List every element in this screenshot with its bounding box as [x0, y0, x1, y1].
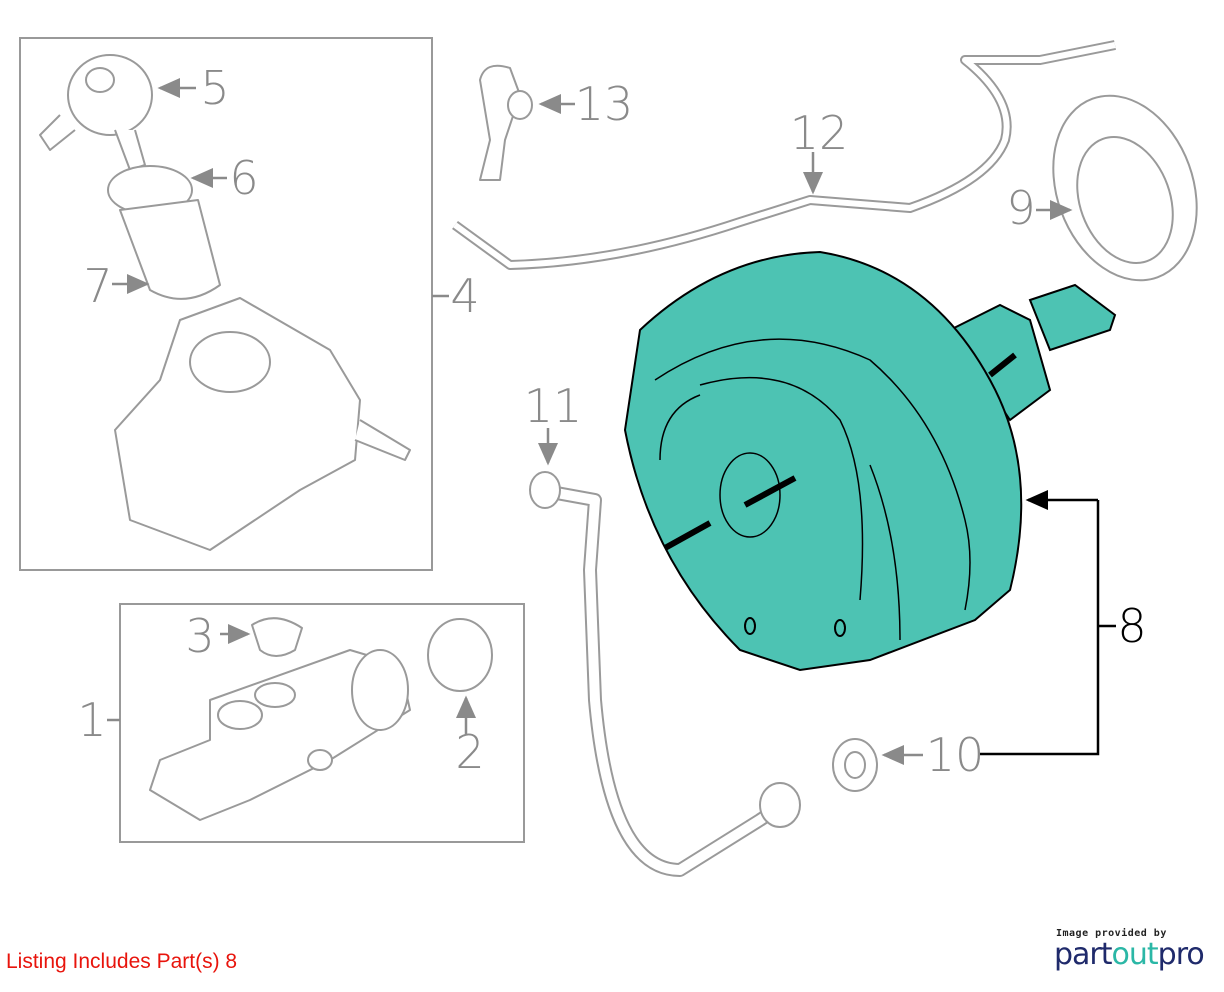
- logo-part: part: [1054, 937, 1113, 972]
- callout-5[interactable]: 5: [200, 61, 230, 115]
- logo-caption: Image provided by: [1056, 928, 1167, 939]
- master-cylinder-part-1[interactable]: [149, 649, 411, 821]
- callout-10[interactable]: 10: [925, 728, 985, 782]
- partoutpro-logo: Image provided by partoutpro: [1054, 928, 1205, 972]
- callout-6[interactable]: 6: [229, 151, 259, 205]
- callout-13[interactable]: 13: [574, 77, 634, 131]
- callout-7[interactable]: 7: [83, 259, 113, 313]
- logo-out: out: [1111, 937, 1159, 972]
- callout-9[interactable]: 9: [1006, 181, 1036, 235]
- logo-wordmark: partoutpro: [1054, 937, 1205, 972]
- reservoir-body[interactable]: [114, 297, 361, 551]
- logo-pro: pro: [1157, 937, 1205, 972]
- callout-11[interactable]: 11: [523, 379, 583, 433]
- hose-part-13[interactable]: [479, 64, 521, 181]
- listing-includes-text: Listing Includes Part(s) 8: [6, 950, 238, 973]
- callout-1[interactable]: 1: [77, 693, 107, 747]
- callout-4[interactable]: 4: [450, 269, 480, 323]
- selected-callout-bracket: [980, 490, 1116, 756]
- callout-8-selected[interactable]: 8: [1117, 599, 1147, 653]
- callout-2[interactable]: 2: [455, 725, 485, 779]
- brake-booster-part-8[interactable]: [623, 250, 1117, 672]
- callout-3[interactable]: 3: [185, 609, 215, 663]
- plug-part-3[interactable]: [251, 617, 303, 657]
- check-valve-part-11[interactable]: [529, 471, 561, 509]
- reservoir-cap-part-5[interactable]: [39, 54, 153, 171]
- master-cylinder-group-box: [119, 603, 525, 843]
- o-ring-part-2[interactable]: [427, 618, 493, 692]
- reservoir-group-box: [19, 37, 433, 571]
- callout-12[interactable]: 12: [789, 106, 849, 160]
